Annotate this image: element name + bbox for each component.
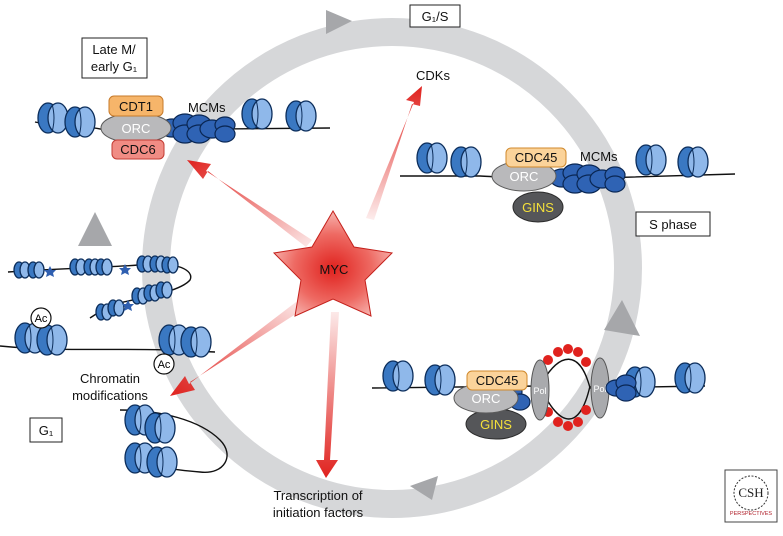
cdks-label: CDKs [416,68,450,83]
nucleosome-icon [107,299,125,317]
gins-label: GINS [480,417,512,432]
cdc45-label: CDC45 [515,150,558,165]
gins-label: GINS [522,200,554,215]
nucleosome-icon [450,146,482,178]
chromatin-fiber [7,255,192,321]
late-m-label-2: early G₁ [91,59,138,74]
nucleosome-icon [64,106,96,138]
logo-subtitle: PERSPECTIVES [730,511,773,517]
acetyl-mark-icon [30,307,52,329]
orc-label: ORC [472,391,501,406]
g1s-label: G₁/S [422,9,449,24]
nucleosome-icon [180,326,212,358]
ring-arrowhead-left [78,212,112,246]
ring-arrowhead-bottom [410,476,438,500]
csh-perspectives-logo: CSH PERSPECTIVES [724,469,778,523]
mcms-label: MCMs [188,100,226,115]
nucleosome-icon [416,142,448,174]
orc-label: ORC [122,121,151,136]
g1-box [29,417,63,443]
nucleosome-icon [95,258,113,276]
nucleosome-icon [27,261,45,279]
cdc6-shape [111,139,165,160]
nucleosome-icon [382,360,414,392]
modification-stars [44,264,134,311]
nucleosome-icon [674,362,706,394]
transcription-label-2: initiation factors [273,505,364,520]
acetylated-chromatin: Ac Ac [0,307,216,375]
licensing-complex: ORC CDT1 CDC6 MCMs [34,95,331,160]
cdt1-label: CDT1 [119,99,153,114]
logo-initials: CSH [738,485,763,500]
g1s-box [409,4,461,28]
g1-label: G₁ [39,423,54,438]
cdc45-shape [505,147,567,168]
cdc45-shape [466,370,528,391]
acetyl-label: Ac [158,359,171,371]
ring-arrowhead-right [604,300,640,336]
acetyl-label: Ac [35,313,48,325]
cdc45-label: CDC45 [476,373,519,388]
orc-label: ORC [510,169,539,184]
cdt1-shape [108,95,164,117]
nucleosome-icon [424,364,456,396]
s-phase-box [635,211,711,237]
arrow-to-chromatin [170,302,302,396]
arrow-to-transcription [316,312,339,478]
chromatin-mod-label-2: modifications [72,388,148,403]
nucleosome-icon [241,98,273,130]
nucleosome-icon [144,412,176,444]
myc-label: MYC [320,262,349,277]
pol-right-label: Pol [593,384,606,394]
mcm-complex-icon [549,163,626,194]
ring-arrowhead-top [326,10,352,34]
nucleosome-icon [155,281,173,299]
nucleosome-icon [37,102,69,134]
gins-shape [512,191,564,223]
s-phase-label: S phase [649,217,697,232]
chromatin-mod-label-1: Chromatin [80,371,140,386]
nucleosome-icon [635,144,667,176]
arrow-to-licensing [187,160,312,247]
late-m-box [81,37,148,79]
late-m-label-1: Late M/ [92,42,136,57]
nucleosome-icon [146,446,178,478]
replication-fork: Pol GINS ORC CDC45 Pol [371,344,706,440]
mcm-complex-icon [605,374,637,402]
cell-cycle-ring [142,18,642,518]
nucleosome-icon [285,100,317,132]
transcription-label-1: Transcription of [273,488,362,503]
pol-left-label: Pol [533,386,546,396]
condensed-chromatin [119,404,228,478]
myc-star [272,210,394,317]
cdc6-label: CDC6 [120,142,155,157]
mcms-label: MCMs [580,149,618,164]
activation-complex: GINS ORC CDC45 MCMs [400,142,736,223]
nucleosome-icon [677,146,709,178]
pol-left-shape [530,359,550,421]
acetyl-mark-icon [153,353,175,375]
nucleosome-icon [36,324,68,356]
nucleosome-icon [161,256,179,274]
arrow-to-cdks [366,86,422,220]
